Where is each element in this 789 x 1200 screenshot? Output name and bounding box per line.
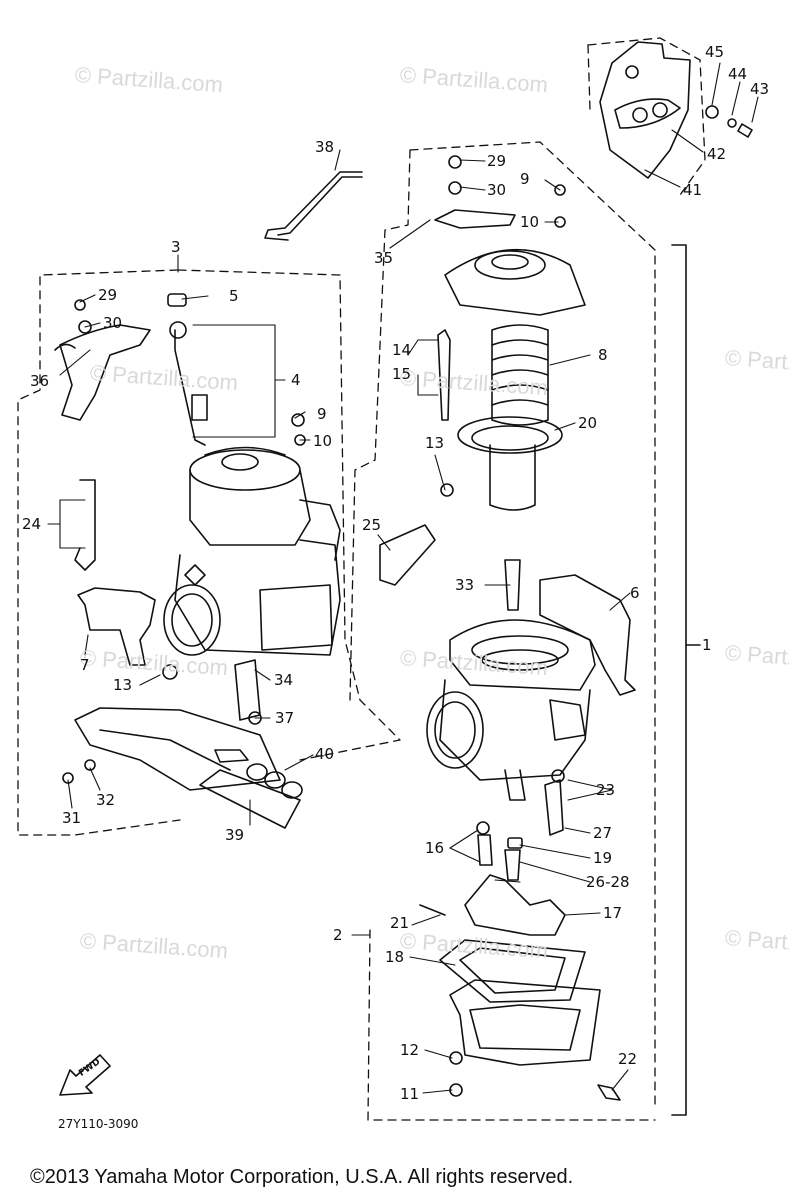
callout-16: 16 (425, 839, 445, 857)
callout-1: 1 (702, 636, 712, 654)
assembly-1-bracket (671, 244, 701, 1116)
callout-14: 14 (392, 341, 412, 359)
callout-15: 15 (392, 365, 412, 383)
assembly-boundaries (17, 37, 706, 1121)
diagram-code: 27Y110-3090 (58, 1117, 139, 1131)
callout-4: 4 (291, 371, 301, 389)
leader-lines (47, 62, 759, 1094)
callout-33: 33 (455, 576, 475, 594)
callout-13: 13 (113, 676, 133, 694)
callout-5: 5 (229, 287, 239, 305)
callout-32: 32 (96, 791, 116, 809)
right-carburetor-body (379, 155, 636, 1101)
callout-27: 27 (593, 824, 613, 842)
callout-6: 6 (630, 584, 640, 602)
callout-11: 11 (400, 1085, 420, 1103)
callout-40: 40 (315, 745, 335, 763)
callout-20: 20 (578, 414, 598, 432)
fwd-arrow-icon (59, 1054, 111, 1096)
callout-25: 25 (362, 516, 382, 534)
copyright-notice: ©2013 Yamaha Motor Corporation, U.S.A. A… (30, 1166, 574, 1188)
callout-34: 34 (274, 671, 294, 689)
callout-10: 10 (520, 213, 540, 231)
callout-10: 10 (313, 432, 333, 450)
callout-17: 17 (603, 904, 623, 922)
callout-38: 38 (315, 138, 335, 156)
callout-44: 44 (728, 65, 748, 83)
callout-36: 36 (30, 372, 50, 390)
callout-31: 31 (62, 809, 82, 827)
callout-2: 2 (333, 926, 343, 944)
callout-8: 8 (598, 346, 608, 364)
callout-30: 30 (487, 181, 507, 199)
callout-42: 42 (707, 145, 727, 163)
callout-12: 12 (400, 1041, 420, 1059)
callout-29: 29 (487, 152, 507, 170)
callout-18: 18 (385, 948, 405, 966)
callout-9: 9 (317, 405, 327, 423)
callout-26-28: 26-28 (586, 873, 630, 891)
callout-9: 9 (520, 170, 530, 188)
part-38-link-rod (264, 171, 363, 241)
callout-21: 21 (390, 914, 410, 932)
callout-30: 30 (103, 314, 123, 332)
callout-23: 23 (596, 781, 616, 799)
left-carburetor-body (54, 293, 341, 829)
callout-39: 39 (225, 826, 245, 844)
callout-45: 45 (705, 43, 725, 61)
part-41-cover-plate (599, 41, 753, 179)
callout-7: 7 (80, 656, 90, 674)
callout-3: 3 (171, 238, 181, 256)
callout-13: 13 (425, 434, 445, 452)
callout-29: 29 (98, 286, 118, 304)
callout-43: 43 (750, 80, 770, 98)
callout-37: 37 (275, 709, 295, 727)
callout-22: 22 (618, 1050, 638, 1068)
callout-19: 19 (593, 849, 613, 867)
callout-41: 41 (683, 181, 703, 199)
callout-24: 24 (22, 515, 42, 533)
callout-35: 35 (374, 249, 394, 267)
